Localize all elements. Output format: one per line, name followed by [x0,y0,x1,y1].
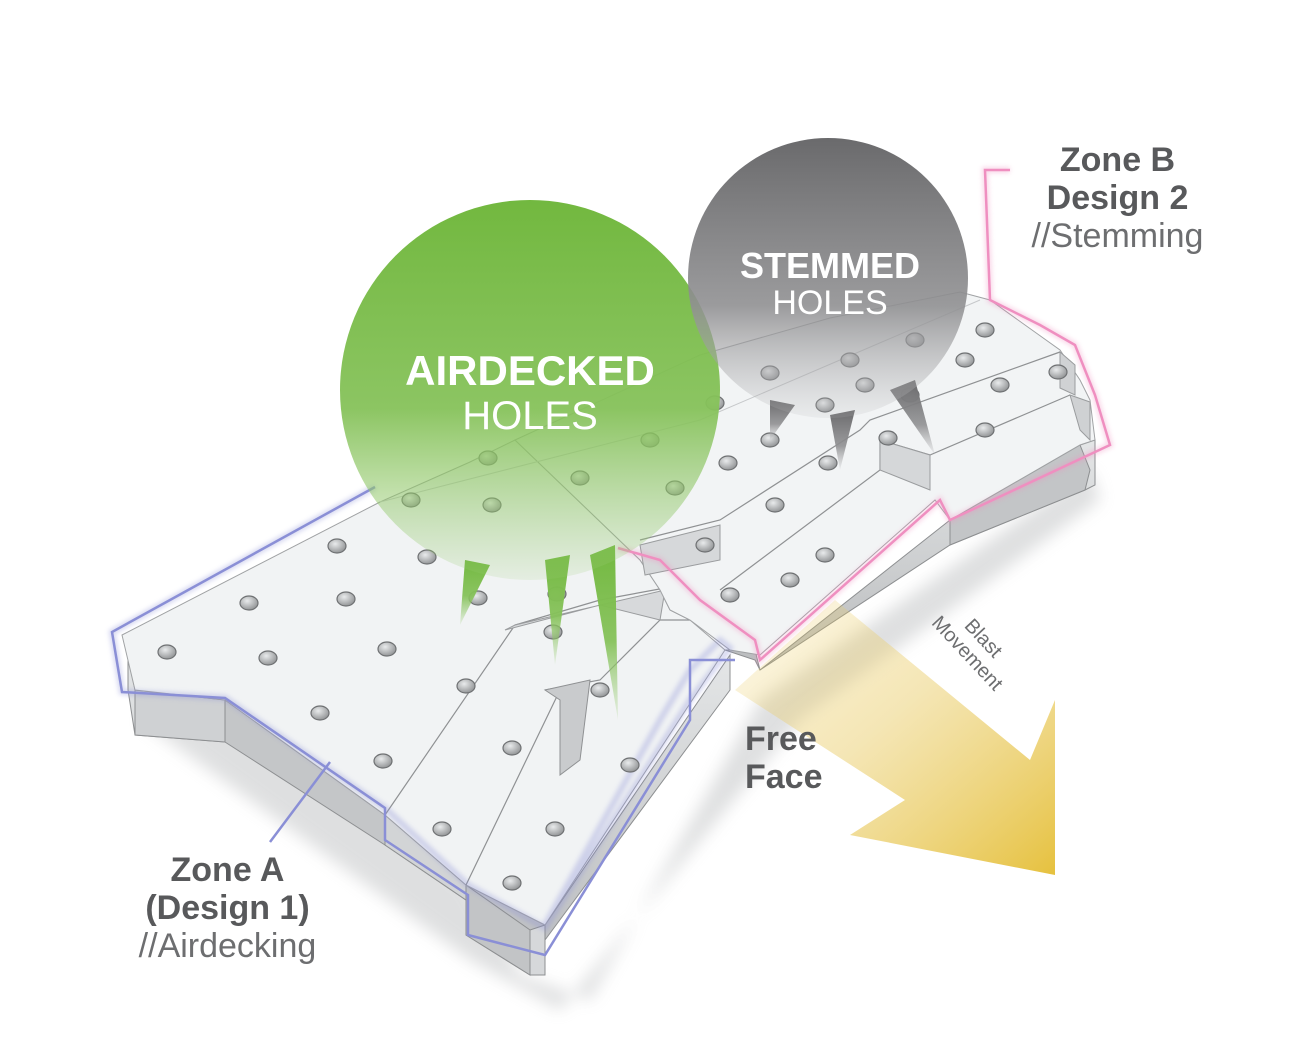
blast-hole [157,644,177,660]
blast-hole [780,572,800,588]
zone-a-line2: (Design 1) [145,889,310,927]
blast-hole [502,875,522,891]
zone-a-outline [108,484,735,957]
zone-b-line3: //Stemming [1031,217,1204,255]
airdecked-bubble [340,200,720,720]
blast-hole [878,430,898,446]
stemmed-subtitle: HOLES [772,284,888,322]
blast-hole [1048,364,1068,380]
blast-hole [765,497,785,513]
zone-b-outline [617,167,1114,666]
blast-hole [258,650,278,666]
blast-hole [620,757,640,773]
blast-hole [975,422,995,438]
blast-movement-arrow [735,600,1055,875]
zone-b-line1: Zone B [1059,141,1176,179]
blast-hole [955,352,975,368]
blast-hole [327,538,347,554]
stemmed-title: STEMMED [740,245,920,286]
zone-a-label: Zone A (Design 1) //Airdecking [100,853,355,963]
blast-hole [975,322,995,338]
airdecked-title: AIRDECKED [405,347,655,394]
blast-hole [815,547,835,563]
zone-a-line3: //Airdecking [138,927,317,965]
stemmed-label: STEMMED HOLES [700,245,960,322]
blast-hole [990,377,1010,393]
blast-hole [502,740,522,756]
free-face-line1: Free [745,720,817,758]
free-face-line2: Face [745,758,823,796]
free-face-label: Free Face [745,722,823,794]
blast-hole [590,682,610,698]
blast-hole [377,641,397,657]
bench-shadow [140,470,1100,1010]
airdecked-label: AIRDECKED HOLES [360,347,700,438]
zone-b-line2: Design 2 [1046,179,1189,217]
blast-hole [456,678,476,694]
blast-hole [417,549,437,565]
blast-hole [336,591,356,607]
stemmed-bubble [688,138,968,470]
blast-hole [720,587,740,603]
zone-a-line1: Zone A [170,851,285,889]
blast-hole [545,821,565,837]
blast-hole [818,455,838,471]
blast-hole [310,705,330,721]
blast-hole [239,595,259,611]
zone-b-label: Zone B Design 2 //Stemming [1005,143,1230,253]
blast-hole [718,455,738,471]
blast-hole [695,537,715,553]
blast-hole [373,753,393,769]
airdecked-subtitle: HOLES [462,394,598,438]
blast-hole [432,821,452,837]
